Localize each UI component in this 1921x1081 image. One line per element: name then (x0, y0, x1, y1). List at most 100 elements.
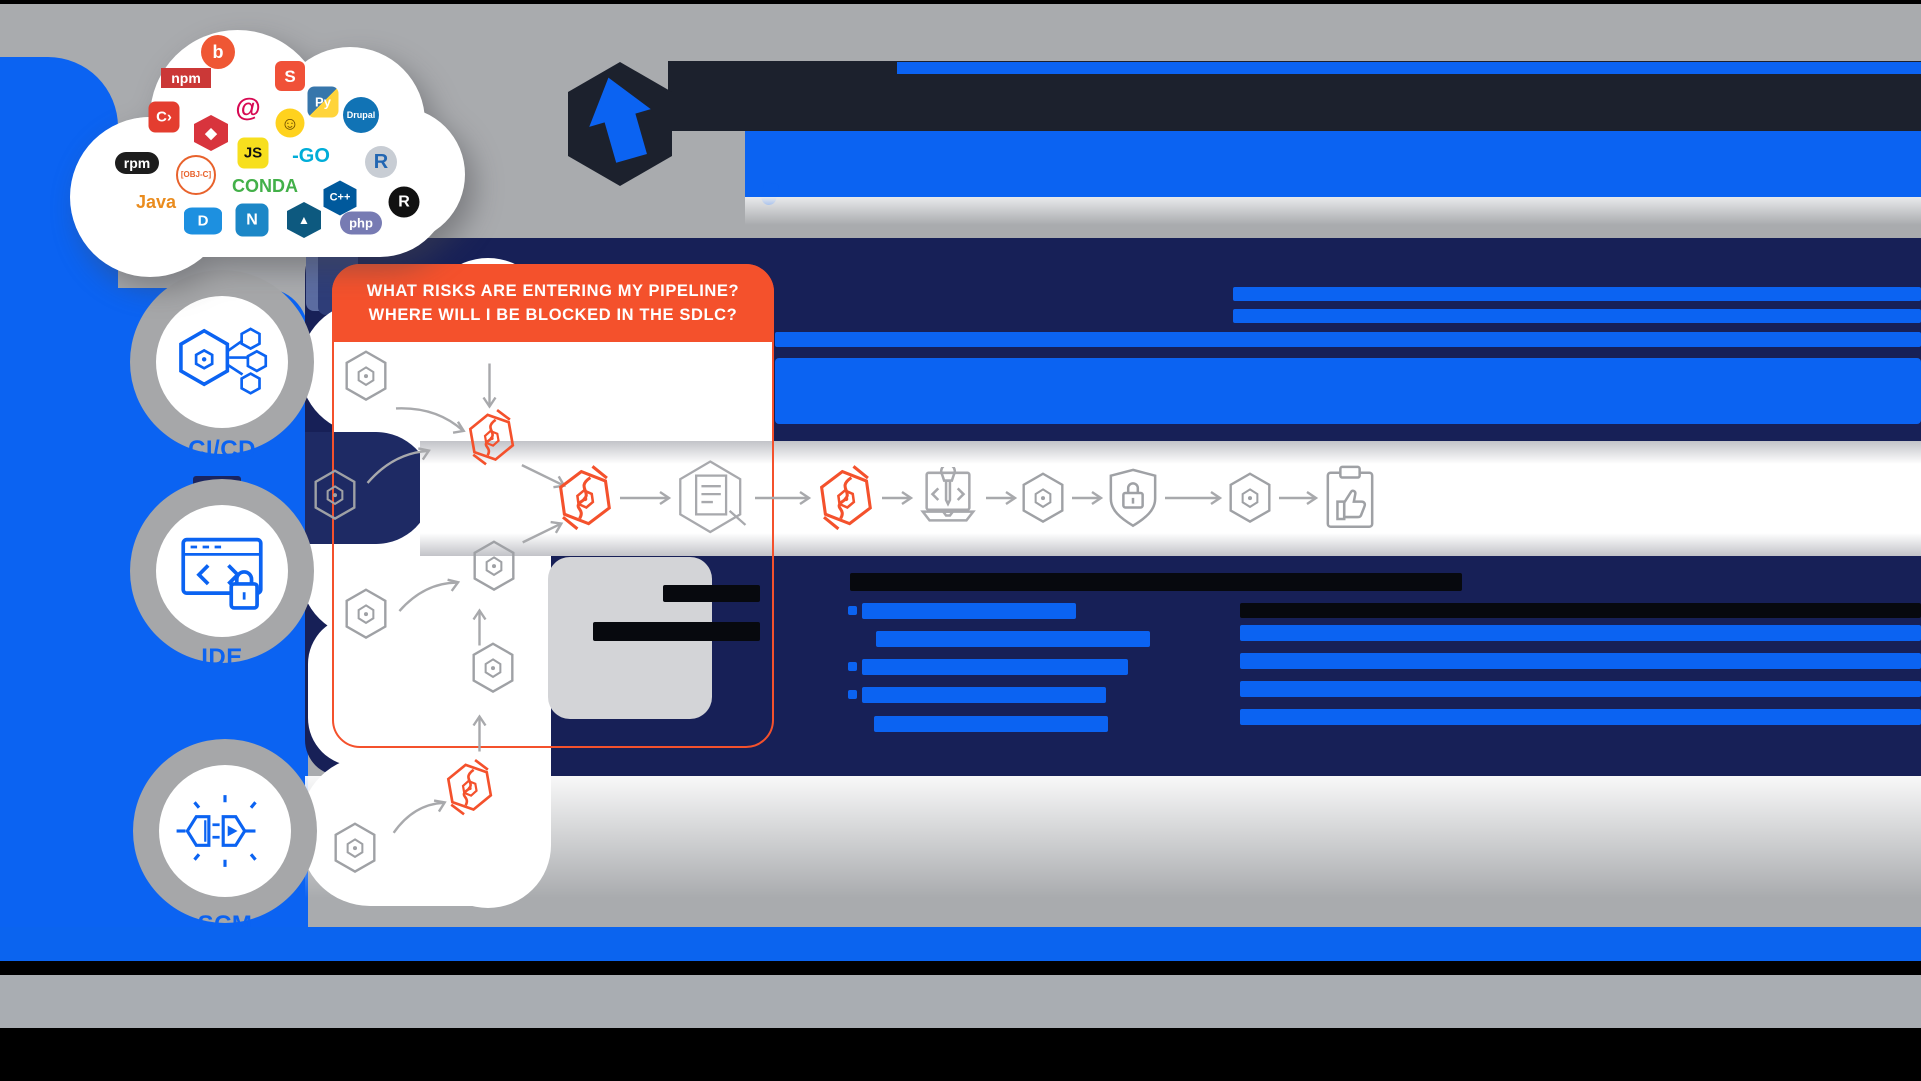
panel-heading-bar-3 (775, 332, 1921, 347)
flow-arrow (755, 491, 812, 505)
package-hexagon-node (343, 587, 389, 645)
conda-logo: CONDA (232, 176, 298, 196)
component-package-icon (472, 642, 514, 694)
navy-notch (305, 432, 432, 544)
component-package-node (1227, 460, 1273, 536)
flow-arrow (517, 514, 570, 556)
flow-arrow (618, 489, 672, 512)
callout-line-2: WHERE WILL I BE BLOCKED IN THE SDLC? (368, 305, 738, 324)
flow-arrow (1277, 489, 1319, 512)
bullet-text-bar-5 (874, 716, 1108, 732)
flow-arrow (1163, 489, 1223, 512)
rust-logo: R (388, 186, 420, 218)
security-shield-node (1107, 460, 1159, 536)
flow-arrow (360, 441, 437, 490)
flow-arrow (1070, 489, 1104, 512)
bullet-dot (848, 606, 857, 615)
ide-circle (156, 505, 288, 637)
repository-firewall-icon (468, 408, 515, 466)
drupal-logo: Drupal (343, 97, 379, 133)
bullet-text-bar-4 (862, 687, 1106, 703)
cocoapods-logo: C› (148, 101, 180, 133)
panel-big-statement-bar (775, 358, 1921, 424)
build-tools-icon (920, 466, 976, 522)
component-package-icon (314, 469, 356, 521)
flow-arrow (882, 491, 914, 505)
flow-arrow (385, 793, 453, 840)
nuget-logo: N (235, 203, 269, 237)
panel-heading-bar-1 (1233, 287, 1921, 301)
pipeline-stage-label-bar-1 (663, 585, 760, 602)
firewall-check-node (462, 405, 522, 474)
benefits-heading-bar (850, 573, 1462, 591)
flow-arrow (620, 491, 672, 505)
rubygems-logo: ◆ (194, 115, 228, 151)
flow-arrow (522, 520, 564, 544)
flow-arrow (986, 491, 1018, 505)
title-underglow (745, 197, 1921, 225)
flow-arrow (366, 447, 431, 484)
pipeline-stage-label-bar-2 (593, 622, 760, 641)
go-logo: -GO (292, 145, 330, 167)
repository-firewall-node (812, 456, 880, 539)
bottom-black-strip (0, 961, 1921, 975)
repository-firewall-node (551, 456, 619, 539)
flow-arrow (472, 714, 487, 752)
repository-firewall-icon (446, 758, 493, 816)
approved-delivery-icon (1326, 465, 1374, 529)
ide-label: IDE (201, 644, 243, 671)
top-black-strip (0, 0, 1921, 4)
flow-arrow (471, 608, 494, 648)
component-package-node (1020, 460, 1066, 536)
cicd-label: CI/CD (188, 436, 256, 463)
flow-arrow (395, 407, 466, 434)
bottom-black-band (0, 1028, 1921, 1081)
flow-arrow (476, 362, 499, 410)
debian-logo: @ (235, 92, 261, 122)
flow-arrow (392, 799, 447, 834)
package-hexagon-node (312, 468, 358, 526)
component-package-icon (1229, 472, 1271, 524)
bower-logo: b (201, 35, 235, 69)
bottom-gray-band (0, 975, 1921, 1028)
title-line2-bar (745, 131, 1921, 197)
flow-arrow (392, 573, 466, 619)
callout-header: WHAT RISKS ARE ENTERING MY PIPELINE? WHE… (332, 264, 774, 342)
flow-arrow (471, 714, 494, 754)
flow-arrow (398, 578, 461, 612)
npm-logo: npm (161, 68, 211, 88)
flow-arrow (482, 363, 497, 409)
sonatype-logo-mark (560, 56, 680, 197)
objective-c-logo: [OBJ-C] (176, 155, 216, 195)
build-tools-node (915, 460, 981, 536)
package-hexagon-node (471, 539, 517, 597)
flow-arrow (1072, 491, 1104, 505)
callout-line-1: WHAT RISKS ARE ENTERING MY PIPELINE? (366, 282, 740, 300)
panel-bottom-glow (305, 776, 1921, 898)
cicd-circle (156, 296, 288, 428)
php-logo: php (340, 211, 382, 235)
huggingface-logo: ☺ (275, 108, 305, 138)
component-package-icon (473, 540, 515, 592)
policy-document-node (675, 460, 749, 536)
security-shield-icon (1109, 468, 1157, 528)
ide-icon (181, 537, 263, 610)
bullet-dot (848, 690, 857, 699)
flow-arrow (1279, 491, 1319, 505)
scm-circle (159, 765, 291, 897)
firewall-check-node (440, 755, 500, 824)
approved-delivery-node (1323, 460, 1377, 536)
flow-arrow (880, 489, 914, 512)
r-logo: R (365, 146, 397, 178)
bullet-dot (848, 662, 857, 671)
bullet-text-bar-2 (876, 631, 1150, 647)
swift-logo: S (275, 61, 305, 91)
component-package-icon (345, 350, 387, 402)
bottom-blue-band (0, 927, 1921, 961)
policy-document-icon (679, 460, 747, 534)
flow-arrow (984, 489, 1018, 512)
bullet-text-bar-3 (862, 659, 1128, 675)
flow-arrow (753, 489, 812, 512)
